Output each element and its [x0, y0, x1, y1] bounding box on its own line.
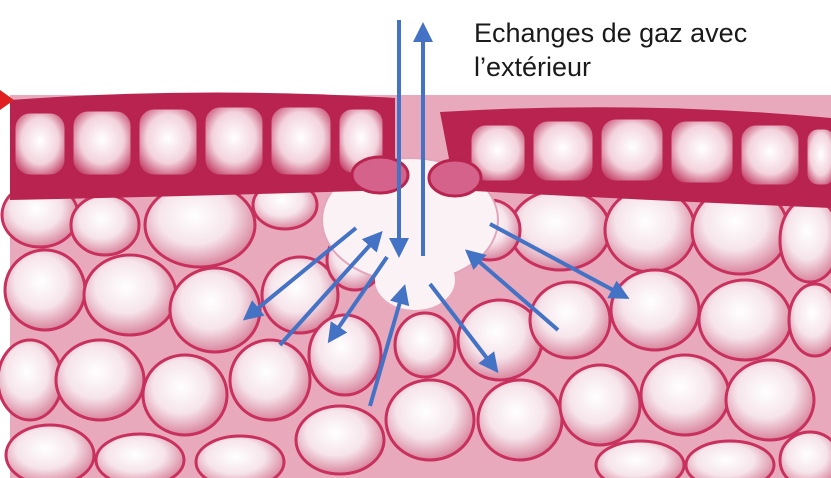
- caption: Echanges de gaz avec l’extérieur: [474, 16, 747, 84]
- cell: [309, 315, 381, 395]
- cell: [6, 425, 94, 478]
- cell: [699, 280, 791, 360]
- caption-line-2: l’extérieur: [474, 50, 747, 84]
- cell: [96, 434, 184, 478]
- cell: [641, 355, 729, 435]
- cell: [530, 282, 610, 358]
- cell: [478, 380, 562, 460]
- cell: [789, 284, 831, 356]
- caption-line-1: Echanges de gaz avec: [474, 16, 747, 50]
- cell: [596, 441, 684, 478]
- cell: [611, 270, 699, 350]
- cell: [84, 255, 176, 335]
- cell: [780, 198, 831, 282]
- cell: [726, 360, 814, 440]
- cell: [560, 365, 640, 445]
- cell: [0, 340, 62, 420]
- cell: [143, 355, 227, 435]
- cell: [56, 340, 144, 420]
- cell: [386, 380, 474, 460]
- cell: [196, 436, 284, 478]
- cell: [296, 406, 384, 474]
- cell: [510, 190, 610, 270]
- cell: [395, 313, 455, 377]
- cell: [170, 268, 260, 352]
- cell: [230, 340, 310, 420]
- cell: [71, 195, 139, 255]
- guard-cell: [429, 160, 481, 196]
- cell: [686, 441, 774, 478]
- cell: [5, 250, 85, 330]
